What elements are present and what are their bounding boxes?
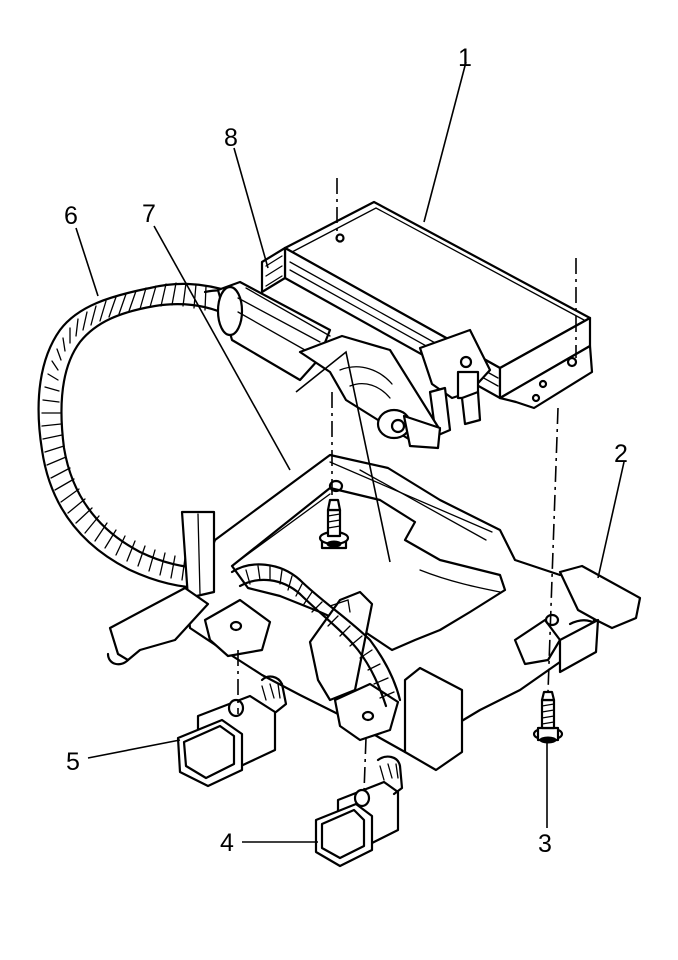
callout-5: 5	[66, 748, 80, 776]
callout-labels: 1 2 3 4 5 6 7 8	[64, 44, 628, 858]
callout-3: 3	[538, 830, 552, 858]
screw-part-3	[532, 690, 564, 744]
callout-2: 2	[614, 440, 628, 468]
harness-connector-plug	[216, 280, 442, 450]
mounting-bracket	[106, 453, 642, 772]
leader-7-branch	[295, 350, 391, 563]
callout-6: 6	[64, 202, 78, 230]
leader-6	[75, 227, 99, 297]
leader-lines	[75, 61, 625, 843]
callout-4: 4	[220, 829, 234, 857]
leader-7	[153, 225, 291, 471]
leader-5	[87, 739, 181, 759]
leader-8	[233, 147, 269, 269]
leader-1	[423, 61, 467, 223]
control-module	[260, 200, 594, 438]
internal-harness-section	[230, 563, 402, 708]
callout-7: 7	[142, 200, 156, 228]
connector-part-4	[314, 755, 404, 868]
callout-8: 8	[224, 124, 238, 152]
alignment-lines	[237, 178, 577, 793]
callout-1: 1	[458, 44, 472, 72]
connector-part-5	[176, 675, 288, 788]
leader-2	[597, 461, 625, 579]
center-screw	[318, 498, 350, 550]
